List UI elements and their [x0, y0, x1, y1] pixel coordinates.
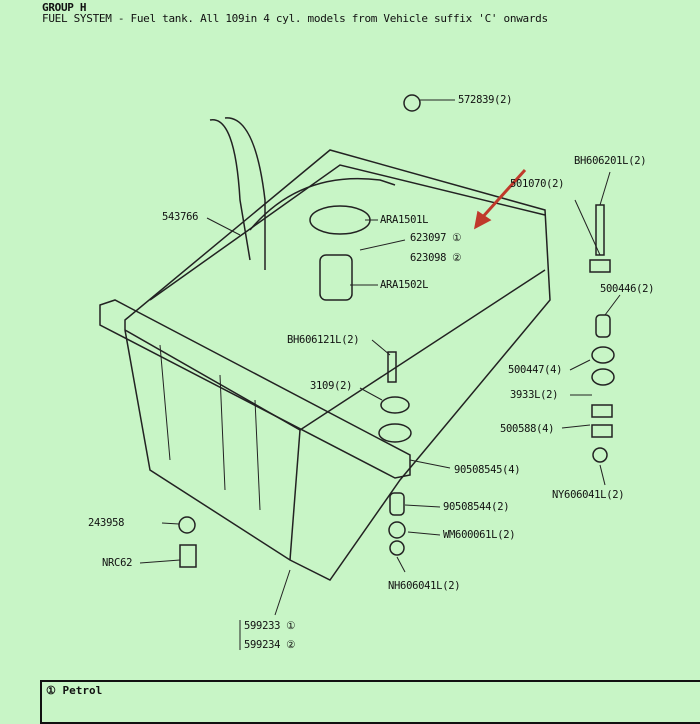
part-label: BH606121L(2): [287, 334, 360, 346]
part-label: BH606201L(2): [574, 155, 647, 167]
part-label: 623098 ②: [410, 252, 462, 264]
part-label: 623097 ①: [410, 232, 462, 244]
part-label: ARA1502L: [380, 279, 429, 291]
part-label: 90508544(2): [443, 501, 510, 513]
part-label: 243958: [88, 517, 125, 529]
legend-box: ① Petrol: [40, 680, 700, 724]
part-label: NRC62: [102, 557, 133, 569]
fuel-tank-drawing: [99, 94, 621, 650]
group-heading: GROUP H: [42, 1, 87, 14]
tank-outline: [124, 149, 551, 581]
part-label: 572839(2): [458, 94, 513, 106]
red-arrow: [478, 168, 527, 222]
part-label: 3933L(2): [510, 389, 559, 401]
part-label: 543766: [162, 211, 199, 223]
cross-member: [99, 299, 411, 479]
sender-unit: [309, 205, 371, 235]
diagram-title: FUEL SYSTEM - Fuel tank. All 109in 4 cyl…: [42, 12, 548, 25]
part-label: NH606041L(2): [388, 580, 461, 592]
part-label: 500446(2): [600, 283, 655, 295]
clip: [403, 94, 421, 112]
part-label: WM600061L(2): [443, 529, 516, 541]
part-label: 500447(4): [508, 364, 563, 376]
part-label: 599233 ①: [244, 620, 296, 632]
part-label: NY606041L(2): [552, 489, 625, 501]
part-label: 599234 ②: [244, 639, 296, 651]
part-label: 501070(2): [510, 178, 565, 190]
part-label: ARA1501L: [380, 214, 429, 226]
part-label: 3109(2): [310, 380, 353, 392]
part-label: 90508545(4): [454, 464, 521, 476]
legend-item: ① Petrol: [46, 684, 103, 697]
part-label: 500588(4): [500, 423, 555, 435]
